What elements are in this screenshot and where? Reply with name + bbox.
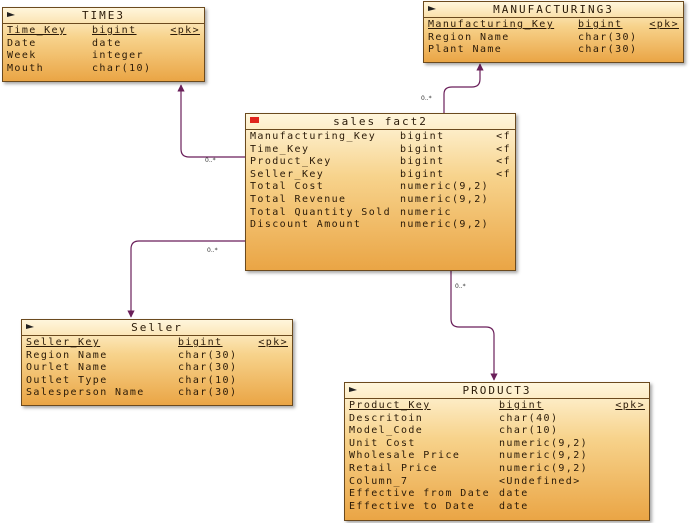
entity-header: MANUFACTURING3 — [424, 2, 683, 18]
cardinality-seller: 0..* — [207, 247, 218, 254]
column-row: Column_7<Undefined> — [349, 475, 581, 487]
entity-title: sales fact2 — [333, 115, 428, 128]
table-icon — [7, 12, 15, 17]
entity-header: TIME3 — [3, 8, 204, 24]
entity-header: Seller — [22, 320, 292, 336]
link-salesfact-product — [450, 271, 498, 381]
cardinality-time: 0..* — [205, 157, 216, 164]
link-salesfact-time — [177, 84, 245, 158]
entity-title: MANUFACTURING3 — [493, 3, 614, 16]
cardinality-product: 0..* — [455, 283, 466, 290]
entity-title: Seller — [131, 321, 183, 334]
link-salesfact-seller — [127, 240, 245, 318]
fact-table-icon — [250, 117, 259, 123]
entity-header: PRODUCT3 — [345, 383, 649, 399]
table-icon — [349, 387, 357, 392]
entity-header: sales fact2 — [246, 114, 515, 130]
table-icon — [428, 6, 436, 11]
entity-title: PRODUCT3 — [462, 384, 532, 397]
cardinality-manufacturing: 0..* — [421, 95, 432, 102]
link-salesfact-manufacturing — [443, 63, 484, 113]
table-icon — [26, 324, 34, 329]
entity-title: TIME3 — [81, 9, 126, 22]
